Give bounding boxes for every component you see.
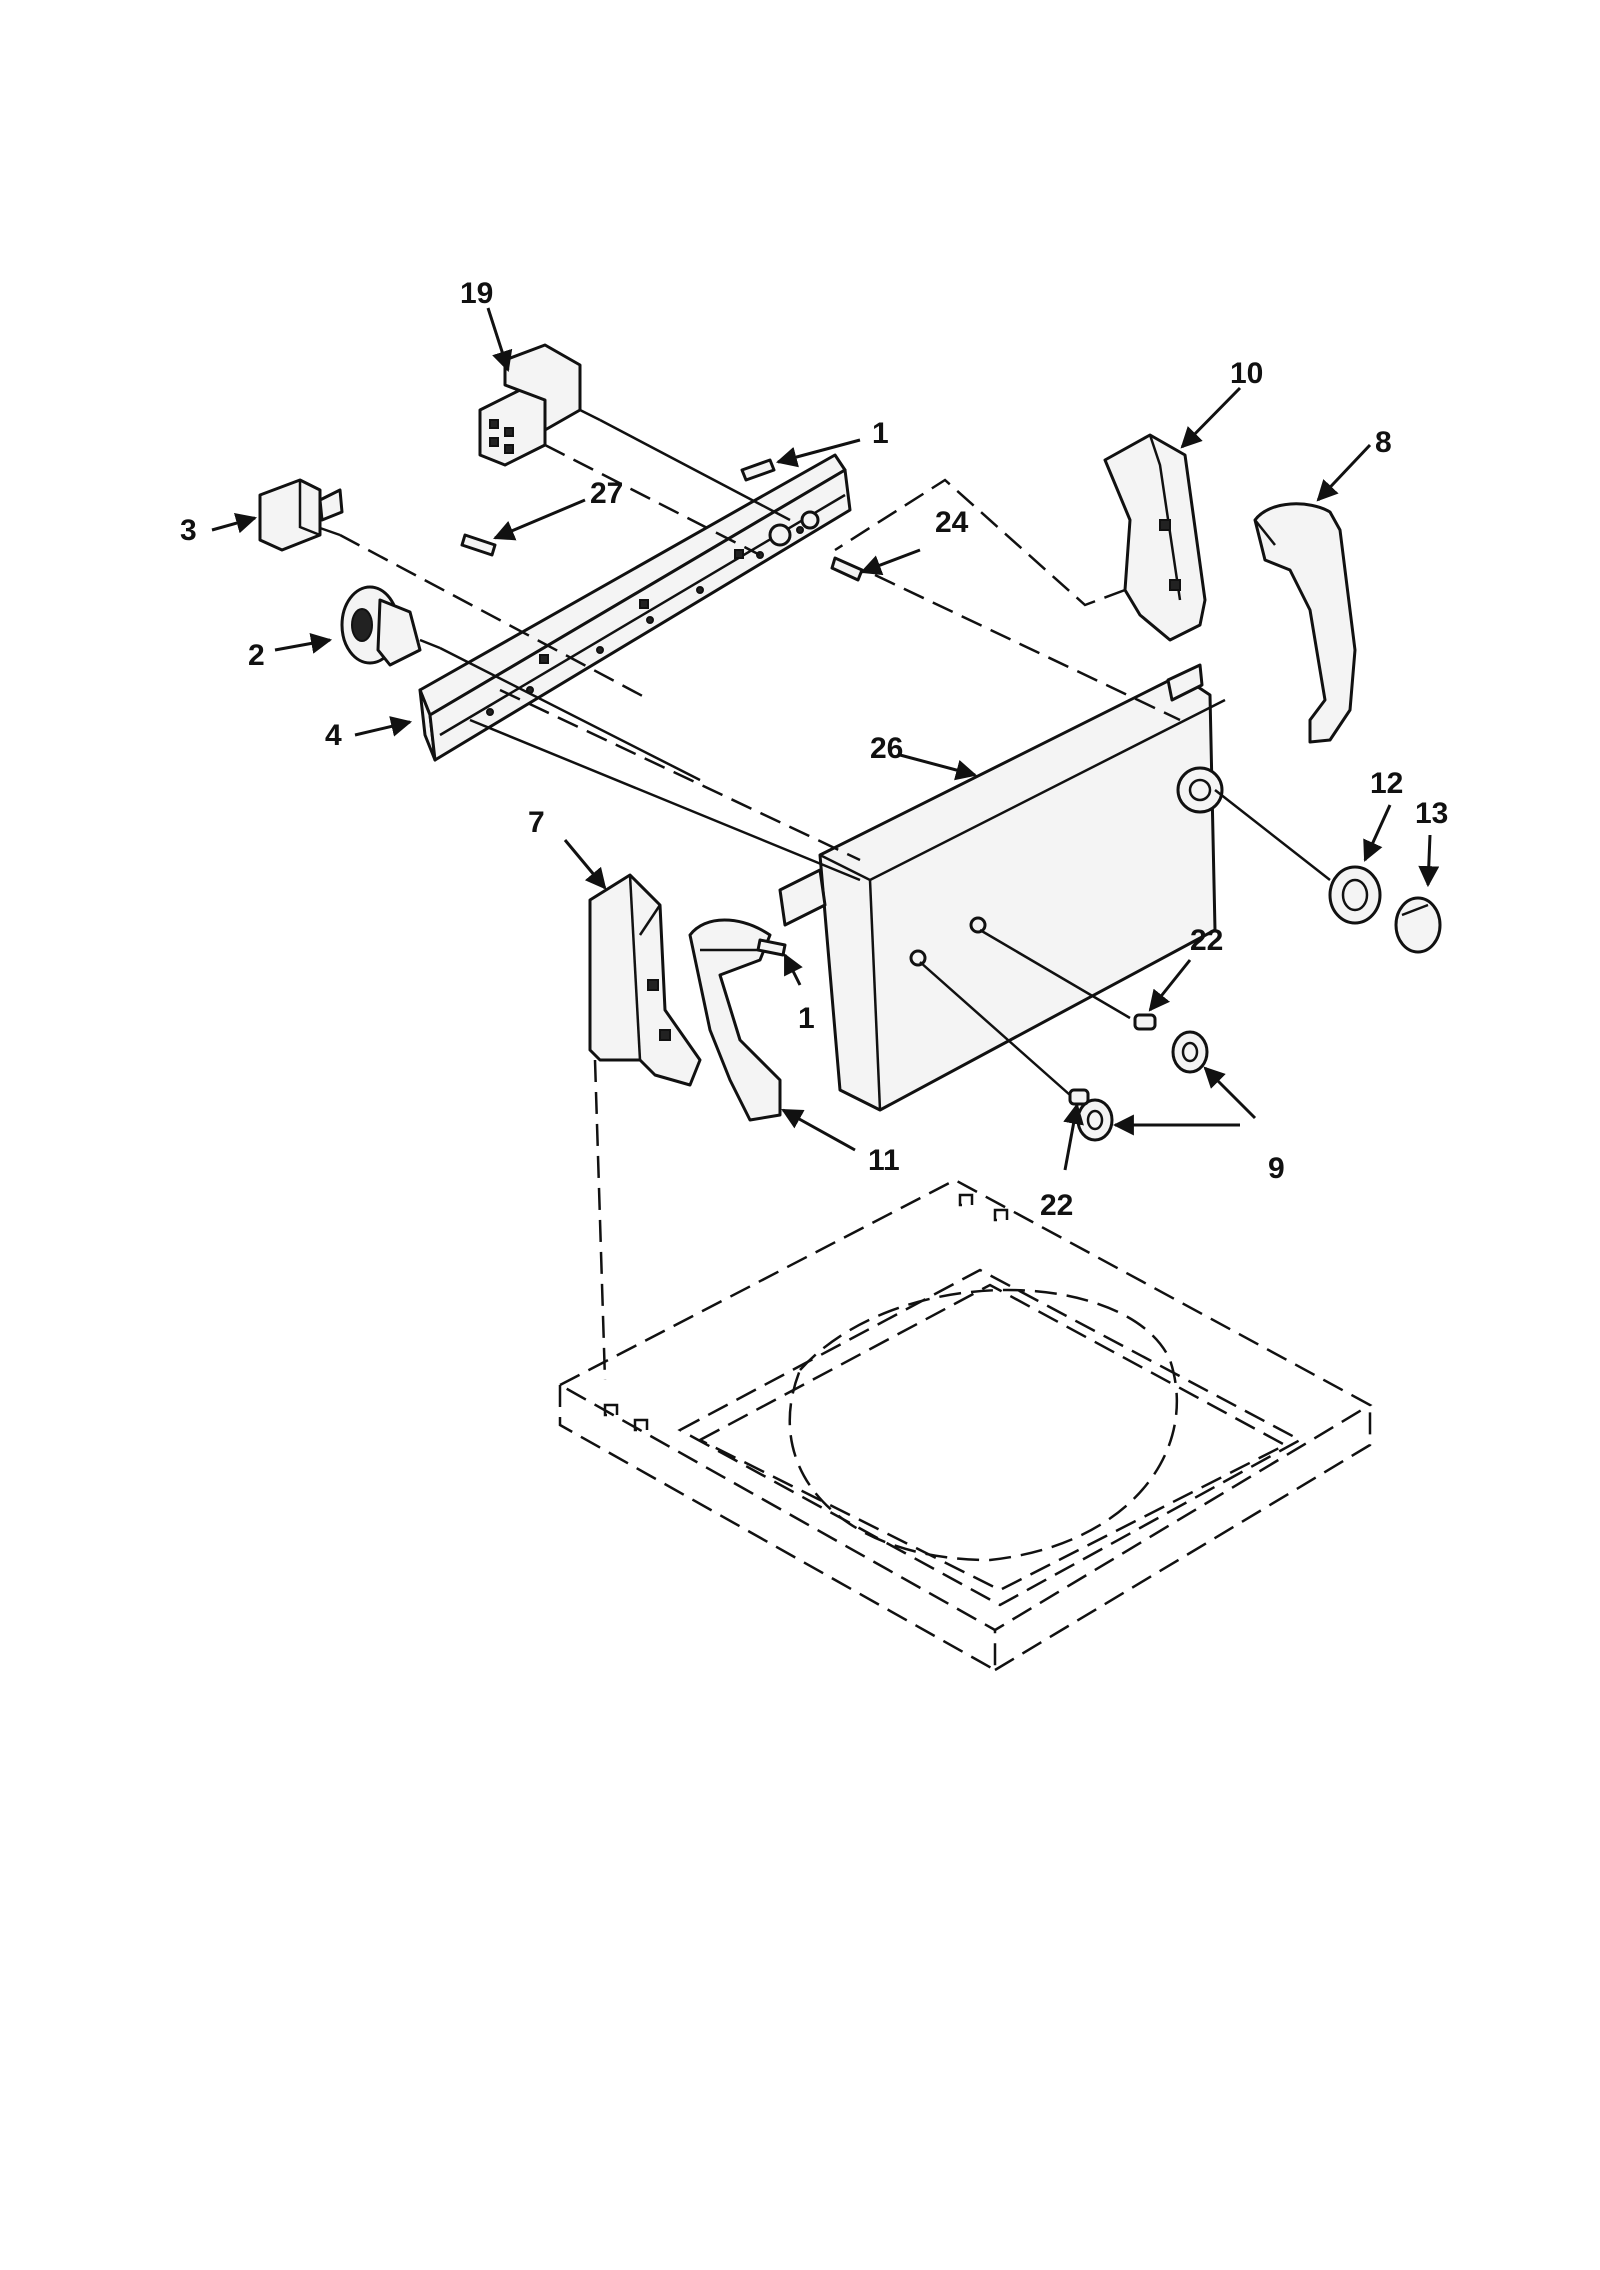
callout-labels: 19 1 27 3 2 4 24 10 8 26 7 1 11 12 13 22…	[180, 277, 1448, 1222]
callout-arrows	[211, 307, 1440, 1171]
control-board	[418, 453, 852, 762]
knob-spring-upper	[1133, 1013, 1157, 1031]
callout-1-top: 1	[872, 417, 889, 450]
screw-24	[830, 556, 864, 582]
callout-22-top: 22	[1190, 924, 1223, 957]
callout-26: 26	[870, 732, 903, 765]
switch-component	[258, 478, 344, 552]
callout-2: 2	[248, 639, 265, 672]
screw-top	[740, 458, 776, 482]
callout-7: 7	[528, 806, 545, 839]
callout-1-bottom: 1	[798, 1002, 815, 1035]
callout-24: 24	[935, 506, 969, 539]
callout-9: 9	[1268, 1152, 1285, 1185]
left-end-cap	[588, 873, 702, 1087]
callout-11: 11	[868, 1144, 900, 1177]
large-knob	[1394, 896, 1442, 954]
callout-22-bottom: 22	[1040, 1189, 1073, 1222]
screw-bottom	[756, 938, 787, 957]
callout-27: 27	[590, 477, 623, 510]
left-trim	[688, 918, 782, 1122]
right-end-cap	[1103, 433, 1207, 642]
knob-bezel	[1328, 865, 1382, 925]
screw-27	[460, 533, 497, 557]
callout-3: 3	[180, 514, 197, 547]
callout-10: 10	[1230, 357, 1263, 390]
assembly-lines	[339, 418, 1331, 1381]
callout-19: 19	[460, 277, 493, 310]
harness-switch	[478, 343, 601, 467]
selector-switch	[340, 585, 441, 667]
callout-13: 13	[1415, 797, 1448, 830]
callout-8: 8	[1375, 426, 1392, 459]
small-knob-lower	[1076, 1098, 1114, 1142]
callout-12: 12	[1370, 767, 1403, 800]
washer-top-outline	[557, 1178, 1373, 1673]
console-panel	[778, 663, 1226, 1112]
knob-spring-lower	[1068, 1088, 1090, 1106]
right-trim	[1253, 502, 1357, 744]
small-knob-upper	[1171, 1030, 1209, 1074]
callout-4: 4	[325, 719, 342, 752]
